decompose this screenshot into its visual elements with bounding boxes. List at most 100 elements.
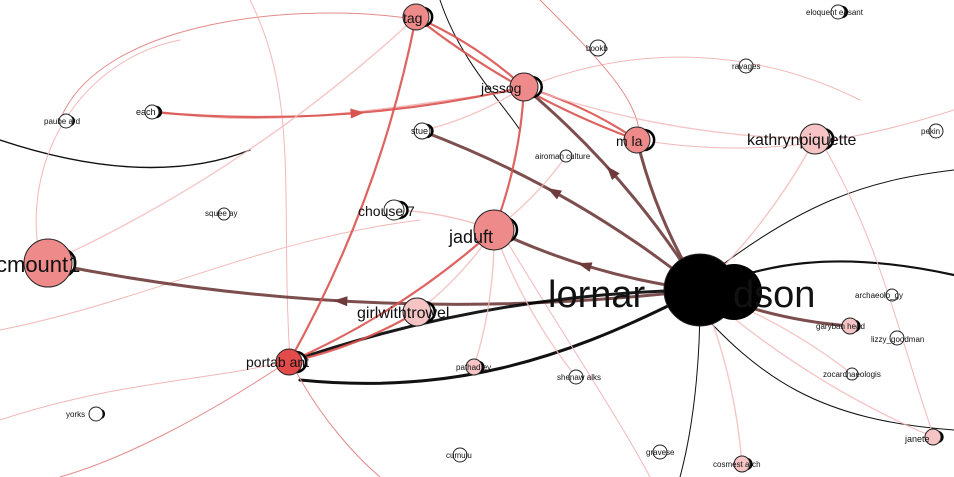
edge-arrow [606, 166, 620, 180]
bg-curve [289, 359, 381, 477]
node-circle [738, 58, 754, 74]
edge-each-jessog [151, 85, 525, 119]
bg-curve [439, 0, 521, 131]
node-circle [275, 348, 303, 376]
node-label: shenaw alks [557, 373, 601, 382]
node-label: kathrynpiquette [747, 132, 857, 149]
node-label: bookb [586, 44, 608, 53]
node-label: m la [616, 133, 643, 149]
node-portab[interactable]: portab ant [246, 348, 309, 376]
node-mla[interactable]: m la [616, 126, 656, 154]
node-circle [845, 367, 859, 381]
node-label: ravages [732, 62, 760, 71]
bg-curve [499, 229, 651, 477]
node-label: cmount1 [0, 252, 80, 277]
edge-arrow [350, 108, 365, 119]
node-circle [413, 122, 431, 140]
node-circle [928, 123, 944, 139]
node-cumulu[interactable]: cumulu [446, 447, 472, 463]
edge-tag-jessog [415, 15, 525, 88]
node-circle [889, 330, 905, 346]
node-gravese[interactable]: gravese [646, 444, 675, 460]
node-circle [402, 297, 432, 327]
node-label: stue [411, 126, 428, 136]
node-label: pekin [921, 127, 940, 136]
edge-pathad-jaduft [473, 229, 495, 368]
node-circle [383, 199, 405, 221]
node-airoman[interactable]: airoman culture [535, 149, 591, 163]
node-yorks[interactable]: yorks [66, 406, 106, 422]
node-tag[interactable]: tag [402, 3, 434, 31]
node-label: cumulu [446, 451, 472, 460]
node-eloquent[interactable]: eloquent easant [806, 4, 864, 20]
node-circle [589, 39, 607, 57]
node-squee[interactable]: squee ay [205, 207, 237, 221]
node-circle [23, 238, 73, 288]
bg-curve [59, 12, 421, 121]
node-circle [830, 4, 846, 20]
node-stue[interactable]: stue [411, 122, 434, 140]
node-circle [924, 428, 942, 446]
node-shenaw[interactable]: shenaw alks [557, 369, 601, 385]
node-pekin[interactable]: pekin [921, 123, 944, 139]
node-circle [509, 72, 539, 102]
edge-kathryn-jessog [523, 86, 816, 140]
node-circle [452, 447, 468, 463]
node-circle [559, 149, 573, 163]
node-label: chouse 7 [358, 203, 415, 219]
bg-curve [679, 299, 701, 477]
node-label: jessog [480, 80, 521, 96]
node-circle [706, 264, 762, 320]
node-label: zocarchaeologis [823, 370, 881, 379]
node-circle [841, 317, 859, 335]
node-janete[interactable]: janete [904, 428, 944, 446]
node-label: lizzy_goodman [871, 335, 924, 344]
node-circle [733, 455, 751, 473]
edge-arrow [333, 296, 348, 307]
node-label: cosmest arch [713, 460, 761, 469]
node-label: archaeolo_gy [855, 291, 903, 300]
node-zocar[interactable]: zocarchaeologis [823, 367, 881, 381]
node-jessog[interactable]: jessog [480, 72, 543, 102]
node-circle [217, 207, 231, 221]
node-pathad[interactable]: pathad ey [456, 358, 491, 376]
node-lizzy[interactable]: lizzy_goodman [871, 330, 924, 346]
node-label: jaduft [448, 227, 493, 247]
node-label: garyban head [816, 322, 865, 331]
node-bookb[interactable]: bookb [586, 39, 608, 57]
node-kathryn[interactable]: kathrynpiquette [747, 123, 857, 155]
edge-arrow [547, 188, 562, 200]
node-chouse[interactable]: chouse 7 [358, 199, 415, 221]
node-dson[interactable]: dson [733, 274, 815, 316]
node-label: pathad ey [456, 363, 491, 372]
node-paube[interactable]: paube ard [44, 113, 80, 129]
node-cmount[interactable]: cmount1 [0, 238, 80, 288]
node-label: dson [733, 274, 815, 316]
edge-portab-lornar [288, 288, 701, 364]
node-label: girlwithtrowel [357, 305, 449, 322]
node-ravages[interactable]: ravages [732, 58, 760, 74]
edge-jaduft-portab [288, 229, 495, 364]
node-cosmest[interactable]: cosmest arch [713, 455, 761, 473]
node-label: yorks [66, 410, 85, 419]
edge-tag-portab [288, 16, 418, 363]
bg-curve [819, 139, 935, 438]
node-label: lornar [548, 274, 645, 316]
node-garyban[interactable]: garyban head [816, 317, 865, 335]
bg-curve [0, 139, 251, 169]
node-label: eloquent easant [806, 8, 864, 17]
bg-curve [0, 219, 421, 331]
node-archaeo[interactable]: archaeolo_gy [855, 288, 903, 302]
node-girl[interactable]: girlwithtrowel [357, 297, 449, 327]
node-label: gravese [646, 448, 675, 457]
node-lornar[interactable]: lornar [548, 253, 762, 327]
node-circle [465, 358, 483, 376]
node-each[interactable]: each [136, 104, 163, 120]
bg-curve [35, 39, 181, 261]
edges-layer [47, 15, 934, 465]
node-label: each [136, 107, 156, 117]
node-circle [623, 126, 651, 154]
node-jaduft[interactable]: jaduft [448, 209, 519, 251]
